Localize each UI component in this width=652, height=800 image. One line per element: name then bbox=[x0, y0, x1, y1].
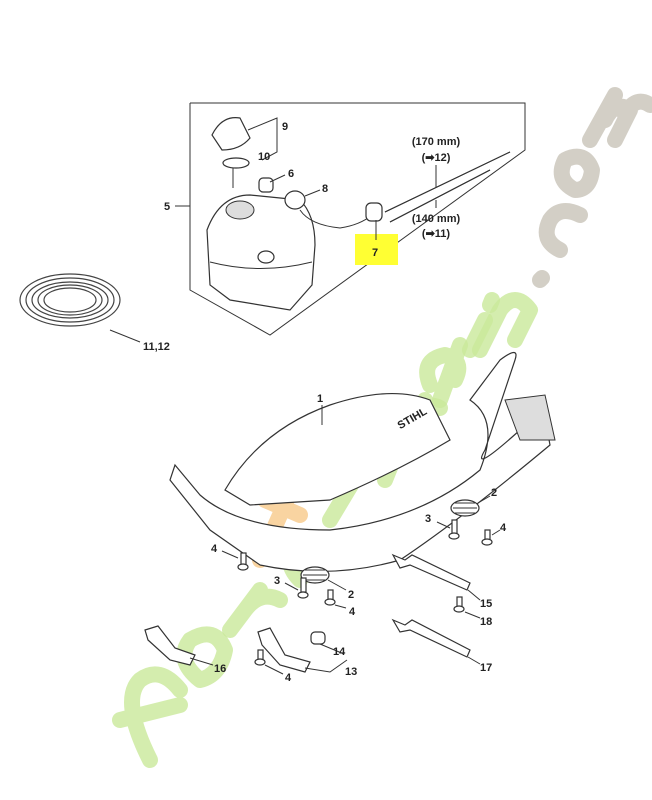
hose-short-ref: (➡11) bbox=[422, 228, 451, 240]
grommet[interactable] bbox=[365, 202, 383, 222]
bracket[interactable] bbox=[144, 625, 196, 666]
callout-3: 3 bbox=[274, 575, 280, 587]
screw[interactable] bbox=[448, 519, 460, 540]
callout-9: 9 bbox=[282, 121, 288, 133]
hose-long-ref: (➡12) bbox=[422, 152, 451, 164]
callout-2: 2 bbox=[348, 589, 354, 601]
callout-15: 15 bbox=[480, 598, 492, 610]
vent-valve[interactable] bbox=[258, 177, 274, 193]
callout-7: 7 bbox=[372, 247, 378, 259]
hose-long-length: (170 mm) bbox=[412, 136, 461, 148]
fuel-filter[interactable] bbox=[284, 190, 373, 229]
screw[interactable] bbox=[481, 529, 493, 546]
callout-6: 6 bbox=[288, 168, 294, 180]
bracket[interactable] bbox=[257, 627, 326, 673]
callout-2: 2 bbox=[491, 487, 497, 499]
callout-3: 3 bbox=[425, 513, 431, 525]
screw[interactable] bbox=[453, 596, 465, 613]
spring[interactable] bbox=[450, 499, 480, 517]
callout-18: 18 bbox=[480, 616, 492, 628]
callout-4: 4 bbox=[285, 672, 292, 684]
callout-8: 8 bbox=[322, 183, 328, 195]
screw[interactable] bbox=[297, 577, 309, 599]
fuel-hoses[interactable] bbox=[384, 151, 511, 223]
fuel-tank[interactable] bbox=[206, 194, 316, 311]
callout-14: 14 bbox=[333, 646, 346, 658]
callout-4: 4 bbox=[349, 606, 356, 618]
callout-10: 10 bbox=[258, 151, 270, 163]
spring[interactable] bbox=[300, 566, 330, 584]
callout-17: 17 bbox=[480, 662, 492, 674]
callout-5: 5 bbox=[164, 201, 170, 213]
screw[interactable] bbox=[324, 589, 336, 606]
callout-4: 4 bbox=[211, 543, 218, 555]
hose-short-length: (140 mm) bbox=[412, 213, 461, 225]
callout-1: 1 bbox=[317, 393, 323, 405]
callout-16: 16 bbox=[214, 663, 226, 675]
bracket[interactable] bbox=[391, 618, 471, 658]
bracket[interactable] bbox=[391, 553, 471, 591]
housing-handle[interactable]: STIHL bbox=[169, 351, 556, 573]
tank-cap[interactable] bbox=[211, 117, 251, 188]
screw[interactable] bbox=[237, 552, 249, 571]
coiled-hose[interactable] bbox=[19, 273, 121, 327]
screw[interactable] bbox=[254, 649, 266, 666]
callout-13: 13 bbox=[345, 666, 357, 678]
callout-4: 4 bbox=[500, 522, 507, 534]
callout-11-12: 11,12 bbox=[143, 341, 170, 353]
